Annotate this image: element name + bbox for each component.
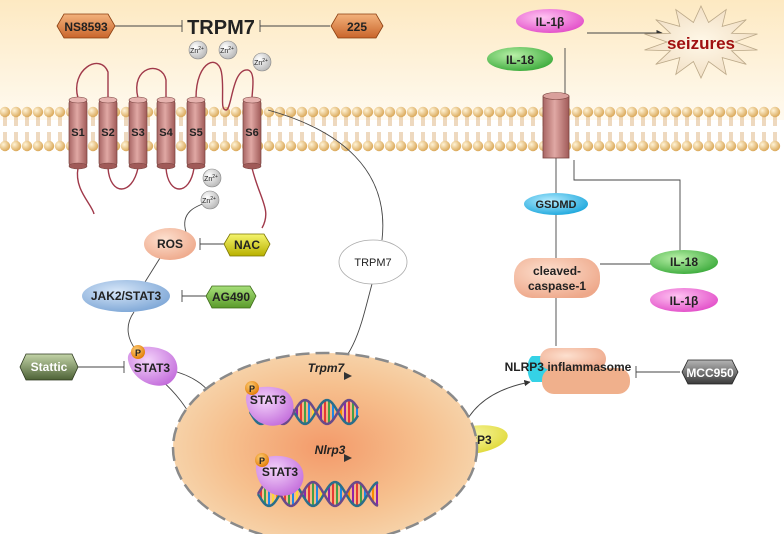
zinc-label: Zn2+ bbox=[190, 46, 204, 55]
helix-label-s5: S5 bbox=[189, 127, 202, 139]
zinc-ion: Zn2+ bbox=[252, 52, 272, 72]
il1b-extracellular: IL-1β bbox=[516, 9, 584, 33]
il18-extracellular-label: IL-18 bbox=[506, 53, 534, 67]
helix-label-s6: S6 bbox=[245, 127, 258, 139]
helix-label-s2: S2 bbox=[101, 127, 114, 139]
trpm7-cloud: TRPM7 bbox=[338, 239, 408, 285]
ns8593-inhibitor: NS8593 bbox=[56, 13, 116, 39]
helix-s5: S5 bbox=[186, 96, 206, 170]
zinc-ions: Zn2+ Zn2+ Zn2+ Zn2+ Zn2+ bbox=[188, 40, 272, 210]
stat3-cytoplasmic: P STAT3 bbox=[127, 345, 178, 386]
gsdmd-label: GSDMD bbox=[536, 199, 577, 211]
il18-extracellular: IL-18 bbox=[487, 47, 553, 71]
ag490-label: AG490 bbox=[212, 290, 250, 304]
stat3-nuclear-1: P STAT3 bbox=[245, 381, 294, 426]
stattic-label: Stattic bbox=[31, 360, 68, 374]
mcc950-inhibitor: MCC950 bbox=[681, 359, 739, 385]
inhibitor-225-label: 225 bbox=[347, 20, 367, 34]
helix-s2: S2 bbox=[98, 96, 118, 170]
jak-stat-label: JAK2/STAT3 bbox=[91, 289, 162, 303]
seizures-label: seizures bbox=[667, 34, 735, 53]
ros-node: ROS bbox=[144, 228, 196, 260]
il18-intracellular-label: IL-18 bbox=[670, 255, 698, 269]
trpm7-gene-label: Trpm7 bbox=[308, 361, 346, 375]
ag490-inhibitor: AG490 bbox=[205, 285, 257, 309]
nlrp3-inflammasome: NLRP3 inflammasome bbox=[505, 348, 632, 394]
stat3-nuclear-label-1: STAT3 bbox=[250, 393, 287, 407]
helix-label-s3: S3 bbox=[131, 127, 144, 139]
helix-s6: S6 bbox=[242, 96, 262, 170]
phospho-label-1: P bbox=[249, 384, 255, 394]
stat3-label: STAT3 bbox=[134, 361, 171, 375]
il18-intracellular: IL-18 bbox=[650, 250, 718, 274]
phospho-label-2: P bbox=[259, 456, 265, 466]
nac-inhibitor: NAC bbox=[223, 233, 271, 257]
caspase-line1: cleaved- bbox=[533, 264, 581, 278]
promoter-arrow-trpm7 bbox=[344, 372, 352, 380]
seizures-burst: seizures bbox=[644, 5, 758, 79]
zinc-ion: Zn2+ bbox=[202, 168, 222, 188]
inhibitor-225: 225 bbox=[330, 13, 384, 39]
gsdmd-node: GSDMD bbox=[524, 193, 588, 215]
cleaved-caspase-1-node: cleaved- caspase-1 bbox=[514, 258, 600, 298]
nac-label: NAC bbox=[234, 238, 260, 252]
caspase-line2: caspase-1 bbox=[528, 279, 586, 293]
ns8593-label: NS8593 bbox=[64, 20, 108, 34]
il1b-extracellular-label: IL-1β bbox=[536, 15, 565, 29]
gsdmd-pore bbox=[542, 92, 570, 159]
jak2-stat3-node: JAK2/STAT3 bbox=[82, 280, 170, 312]
ros-label: ROS bbox=[157, 237, 183, 251]
phospho-label: P bbox=[135, 348, 141, 358]
zinc-ion: Zn2+ bbox=[218, 40, 238, 60]
helix-s3: S3 bbox=[128, 96, 148, 170]
trpm7-cloud-label: TRPM7 bbox=[354, 257, 391, 269]
zinc-label: Zn2+ bbox=[254, 58, 268, 67]
stat3-nuclear-2: P STAT3 bbox=[255, 453, 304, 496]
zinc-label: Zn2+ bbox=[204, 174, 218, 183]
zinc-ion: Zn2+ bbox=[188, 40, 208, 60]
zinc-label: Zn2+ bbox=[202, 196, 216, 205]
inflammasome-label: NLRP3 inflammasome bbox=[505, 360, 632, 374]
zinc-ion: Zn2+ bbox=[200, 190, 220, 210]
stat3-nuclear-label-2: STAT3 bbox=[262, 465, 299, 479]
helix-s4: S4 bbox=[156, 96, 176, 170]
stattic-inhibitor: Stattic bbox=[19, 353, 79, 381]
zinc-label: Zn2+ bbox=[220, 46, 234, 55]
dna-strand bbox=[256, 480, 379, 508]
helix-s1: S1 bbox=[68, 96, 88, 170]
mcc950-label: MCC950 bbox=[686, 366, 734, 380]
helix-label-s4: S4 bbox=[159, 127, 173, 139]
il1b-intracellular-label: IL-1β bbox=[670, 294, 699, 308]
helix-label-s1: S1 bbox=[71, 127, 84, 139]
nlrp3-gene-label: Nlrp3 bbox=[315, 443, 346, 457]
trpm7-title: TRPM7 bbox=[187, 17, 255, 39]
il1b-intracellular: IL-1β bbox=[650, 288, 718, 312]
promoter-arrow-nlrp3 bbox=[344, 454, 352, 462]
trpm7-channel: S1 S2 S3 S4 S5 S6 bbox=[68, 61, 267, 229]
